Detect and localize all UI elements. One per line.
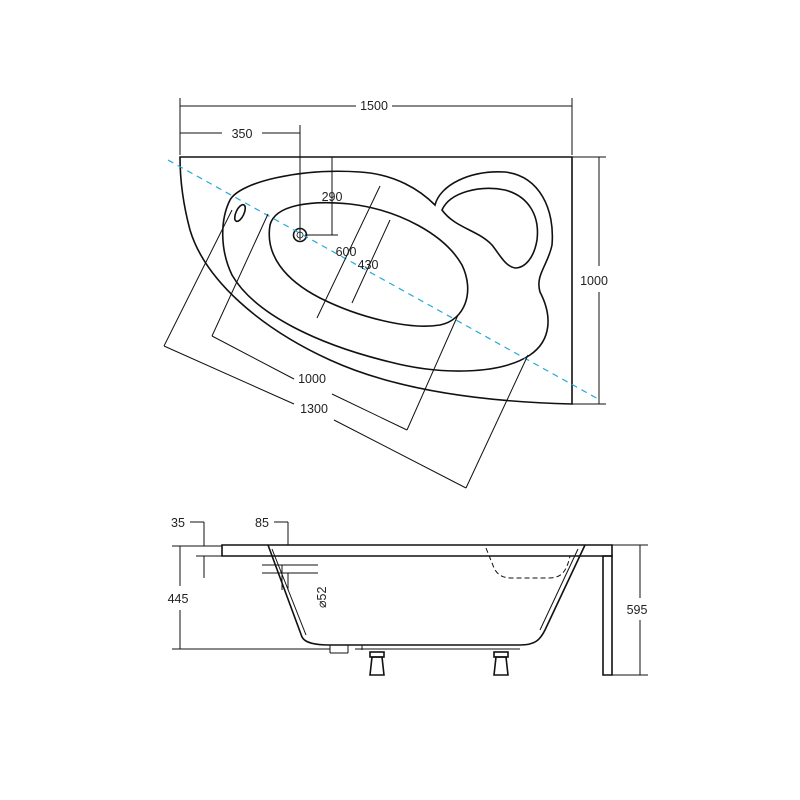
diagonal-axis (167, 159, 601, 401)
dimension-label-600: 600 (336, 245, 357, 259)
dimension-52: ⌀52 (262, 564, 329, 608)
dimension-label-430: 430 (358, 258, 379, 272)
dimension-1500: 1500 (179, 98, 573, 155)
dimension-label-445: 445 (168, 592, 189, 606)
dimension-445: 445 (168, 546, 330, 650)
basin-bottom (268, 201, 469, 327)
dimension-600-430: 600 430 (316, 185, 391, 319)
dimension-1000-diagonal: 1000 (211, 213, 459, 431)
dimension-label-1300-diagonal: 1300 (300, 402, 328, 416)
dimension-label-52: ⌀52 (315, 587, 329, 608)
tub-outer-outline (179, 156, 573, 405)
dimension-label-1000-diagonal: 1000 (298, 372, 326, 386)
tub-inner-rim (221, 170, 554, 372)
dimension-label-85: 85 (255, 516, 269, 530)
headrest-hidden-line (485, 547, 571, 579)
tub-rim (221, 544, 613, 557)
dimension-label-350: 350 (232, 127, 253, 141)
headrest-contour (441, 187, 539, 269)
dimension-label-595: 595 (627, 603, 648, 617)
dimension-85: 85 (255, 516, 289, 545)
tub-body-profile (267, 544, 586, 646)
top-view: 1500 350 290 (163, 98, 608, 489)
dimension-label-290: 290 (322, 190, 343, 204)
dimension-595: 595 (612, 544, 648, 676)
tub-inner-wall (271, 548, 307, 636)
tub-inner-wall-right (539, 548, 579, 631)
dimension-1300-diagonal: 1300 (163, 209, 529, 489)
side-view: 35 85 ⌀52 445 595 (168, 516, 648, 676)
dimension-1000-vertical: 1000 (572, 156, 608, 405)
dimension-label-35: 35 (171, 516, 185, 530)
front-apron (602, 555, 613, 676)
dimension-label-1000-vertical: 1000 (580, 274, 608, 288)
dimension-350: 350 (180, 125, 301, 240)
left-foot (369, 651, 385, 676)
dimension-290: 290 (305, 156, 343, 236)
right-foot (493, 651, 509, 676)
dimension-label-1500: 1500 (360, 99, 388, 113)
dimension-35: 35 (171, 516, 222, 578)
overflow-icon (233, 203, 247, 223)
